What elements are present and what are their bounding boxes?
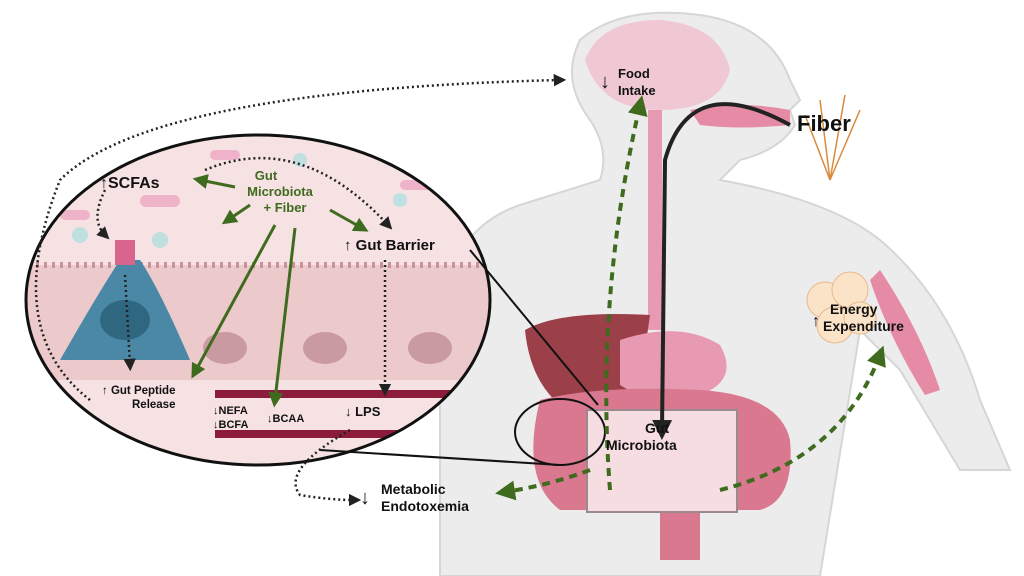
green-arrows bbox=[191, 174, 369, 408]
gut-microbiota-label: Gut bbox=[645, 420, 669, 436]
gut-microbiota-fiber-label: + Fiber bbox=[264, 200, 307, 215]
digestive-organs bbox=[514, 314, 791, 560]
bcfa-label: ↓BCFA bbox=[213, 419, 249, 431]
fiber-plant-icon bbox=[804, 94, 861, 181]
metabolic-endotoxemia-label: Endotoxemia bbox=[381, 498, 469, 514]
receptor-icon bbox=[115, 240, 135, 265]
blood-vessel bbox=[215, 390, 490, 398]
energy-expenditure-label: Energy bbox=[830, 301, 878, 317]
food-intake-arrow: ↓ bbox=[600, 71, 610, 93]
lps-label: ↓ LPS bbox=[345, 404, 381, 419]
scfas-label: ↑SCFAs bbox=[100, 175, 160, 192]
connector-line bbox=[469, 249, 599, 406]
nefa-label: ↓NEFA bbox=[213, 405, 248, 417]
fiber-label: Fiber bbox=[797, 111, 851, 136]
energy-arrow: ↑ bbox=[812, 313, 820, 330]
stomach bbox=[620, 331, 727, 399]
gut-microbiota-fiber-label: Gut bbox=[255, 168, 278, 183]
gut-peptide-label: Release bbox=[132, 399, 175, 411]
magnified-intestinal-wall bbox=[26, 135, 490, 465]
gut-barrier-label: ↑ Gut Barrier bbox=[344, 237, 435, 254]
gut-peptide-label: ↑ Gut Peptide bbox=[102, 385, 175, 397]
brain bbox=[585, 20, 730, 110]
muscle bbox=[870, 270, 940, 395]
liver bbox=[525, 314, 650, 406]
dotted-arrows bbox=[34, 73, 567, 507]
connector-line bbox=[319, 449, 561, 466]
dashed-green-arrows bbox=[495, 95, 886, 501]
metabolic-endotoxemia-label: Metabolic bbox=[381, 481, 446, 497]
food-intake-label: Food bbox=[618, 66, 650, 81]
energy-expenditure-label: Expenditure bbox=[823, 318, 904, 334]
gut-microbiota-label: Microbiota bbox=[606, 437, 677, 453]
adipose-tissue bbox=[806, 271, 877, 344]
magnifier-circle bbox=[24, 133, 492, 467]
metabolic-arrow: ↓ bbox=[360, 487, 370, 509]
food-intake-label: Intake bbox=[618, 83, 656, 98]
gut-microbiota-fiber-label: Microbiota bbox=[247, 184, 313, 199]
bcaa-label: ↓BCAA bbox=[267, 413, 304, 425]
fiber-path-arrow bbox=[652, 102, 791, 440]
